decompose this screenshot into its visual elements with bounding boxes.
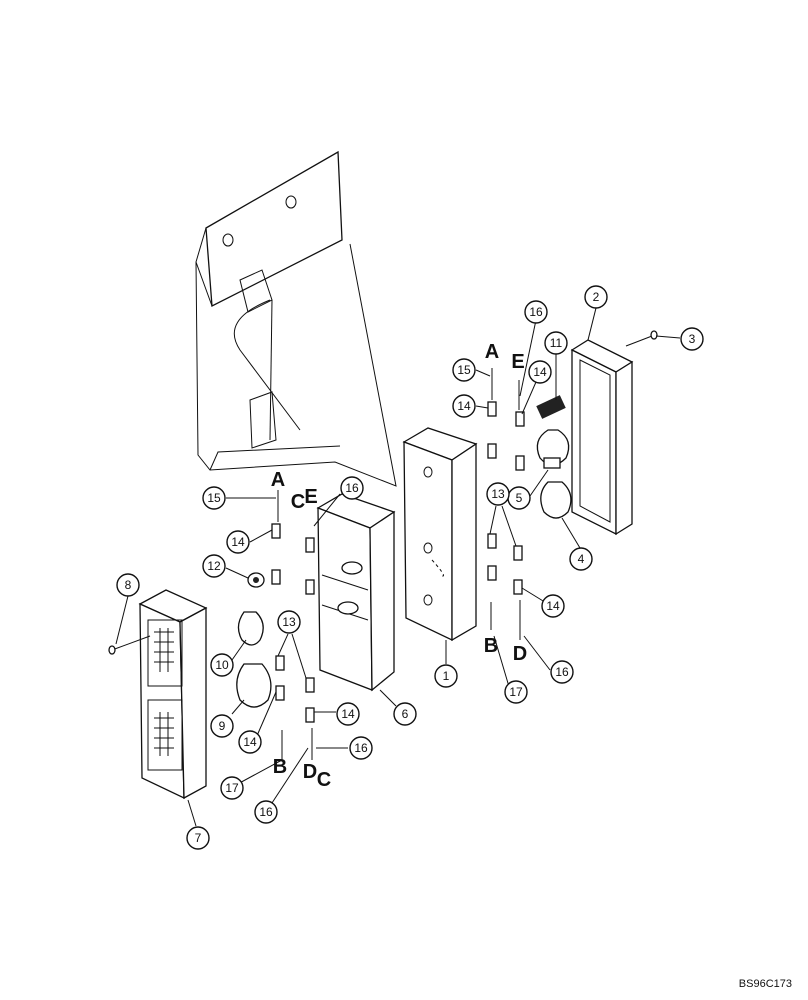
mounting-bracket bbox=[195, 150, 397, 487]
callout-9: 9 bbox=[210, 714, 234, 738]
wire-letter-b-left: B bbox=[273, 756, 287, 778]
svg-text:8: 8 bbox=[125, 578, 132, 592]
center-lamp-housing bbox=[316, 493, 396, 692]
svg-text:3: 3 bbox=[689, 332, 696, 346]
svg-text:13: 13 bbox=[282, 615, 296, 629]
right-lamp-housing bbox=[402, 427, 478, 642]
callout-1: 1 bbox=[434, 664, 458, 688]
wire-letter-b-right: B bbox=[484, 635, 498, 657]
callout-8: 8 bbox=[116, 573, 140, 597]
callout-17-right: 17 bbox=[504, 680, 528, 704]
svg-text:17: 17 bbox=[225, 781, 239, 795]
svg-text:11: 11 bbox=[550, 336, 563, 350]
svg-text:14: 14 bbox=[231, 535, 245, 549]
wire-letter-e-left: E bbox=[304, 486, 317, 508]
callout-17-left: 17 bbox=[220, 776, 244, 800]
svg-text:16: 16 bbox=[259, 805, 273, 819]
callout-15-right: 15 bbox=[452, 358, 476, 382]
callout-14-left-upper: 14 bbox=[226, 530, 250, 554]
svg-text:14: 14 bbox=[341, 707, 355, 721]
svg-text:15: 15 bbox=[457, 363, 471, 377]
svg-text:12: 12 bbox=[207, 559, 221, 573]
wire-letter-e-right: E bbox=[511, 351, 524, 373]
svg-text:14: 14 bbox=[546, 599, 560, 613]
svg-text:16: 16 bbox=[529, 305, 543, 319]
leader-lines bbox=[115, 307, 681, 827]
callout-16-center-bottom: 16 bbox=[254, 800, 278, 824]
callout-16-right-top: 16 bbox=[524, 300, 548, 324]
svg-text:1: 1 bbox=[443, 669, 450, 683]
screw-8 bbox=[108, 635, 151, 655]
screw-3 bbox=[625, 330, 658, 347]
figure-reference-code: BS96C173 bbox=[738, 978, 792, 990]
svg-text:6: 6 bbox=[402, 707, 409, 721]
callout-4: 4 bbox=[569, 547, 593, 571]
callout-7: 7 bbox=[186, 826, 210, 850]
wire-letter-a-left: A bbox=[271, 469, 285, 491]
svg-text:2: 2 bbox=[593, 290, 600, 304]
svg-text:5: 5 bbox=[516, 491, 523, 505]
svg-text:9: 9 bbox=[219, 719, 226, 733]
wire-letter-c-left-bottom: C bbox=[317, 769, 331, 791]
svg-text:15: 15 bbox=[207, 491, 221, 505]
callout-14-right-upper-left: 14 bbox=[452, 394, 476, 418]
left-bulbs bbox=[236, 611, 272, 708]
callout-16-center-top: 16 bbox=[340, 476, 364, 500]
callout-11: 11 bbox=[544, 331, 568, 355]
svg-text:13: 13 bbox=[491, 487, 505, 501]
callout-13-right: 13 bbox=[486, 482, 510, 506]
callout-14-right-upper-right: 14 bbox=[528, 360, 552, 384]
nut-12 bbox=[247, 572, 265, 588]
svg-text:14: 14 bbox=[243, 735, 257, 749]
svg-text:16: 16 bbox=[345, 481, 359, 495]
left-lens-assembly bbox=[138, 589, 208, 800]
callout-12: 12 bbox=[202, 554, 226, 578]
callout-2: 2 bbox=[584, 285, 608, 309]
callout-14-right-lower: 14 bbox=[541, 594, 565, 618]
callout-14-center-lower: 14 bbox=[336, 702, 360, 726]
callout-16-center-right: 16 bbox=[349, 736, 373, 760]
right-bezel bbox=[570, 339, 634, 536]
svg-text:7: 7 bbox=[195, 831, 202, 845]
svg-text:14: 14 bbox=[533, 365, 547, 379]
svg-text:10: 10 bbox=[215, 658, 229, 672]
svg-text:17: 17 bbox=[509, 685, 523, 699]
wire-letter-d-left: D bbox=[303, 761, 317, 783]
svg-text:16: 16 bbox=[354, 741, 368, 755]
svg-text:16: 16 bbox=[555, 665, 569, 679]
spring-11 bbox=[536, 395, 566, 419]
callout-6: 6 bbox=[393, 702, 417, 726]
callout-3: 3 bbox=[680, 327, 704, 351]
callout-14-left-lower: 14 bbox=[238, 730, 262, 754]
callout-10: 10 bbox=[210, 653, 234, 677]
wire-letter-a-right: A bbox=[485, 341, 499, 363]
wire-letter-d-right: D bbox=[513, 643, 527, 665]
callout-13-left: 13 bbox=[277, 610, 301, 634]
callout-5: 5 bbox=[507, 486, 531, 510]
wire-connectors bbox=[271, 368, 525, 760]
callout-15-left: 15 bbox=[202, 486, 226, 510]
callout-16-right-bottom: 16 bbox=[550, 660, 574, 684]
svg-text:14: 14 bbox=[457, 399, 471, 413]
svg-text:4: 4 bbox=[578, 552, 585, 566]
wire-letter-c-left: C bbox=[291, 491, 305, 513]
right-bulbs bbox=[536, 429, 572, 519]
